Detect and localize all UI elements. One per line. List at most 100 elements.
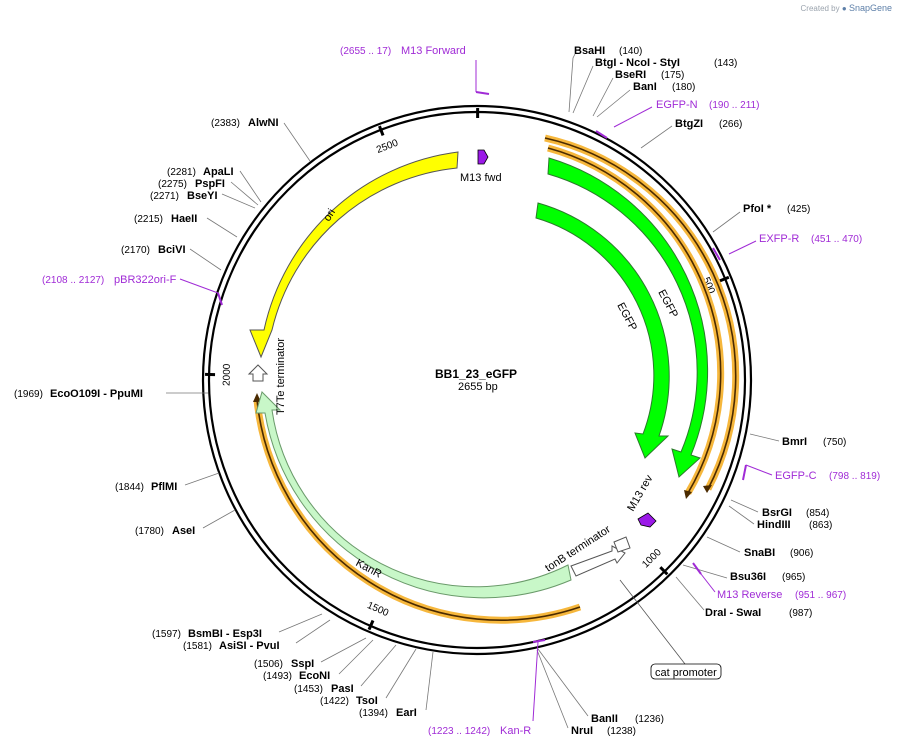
primer-exfp-r[interactable]: EXFP-R (451 .. 470) (712, 233, 862, 261)
site-pos: (2275) (158, 179, 187, 190)
site-pos: (1597) (152, 629, 181, 640)
site-name: BanI (633, 81, 657, 93)
site-pos: (965) (782, 572, 805, 583)
feature-label-t7te-terminator: T7Te terminator (275, 338, 287, 415)
site-bseyi[interactable]: BseYI (2271) (150, 190, 256, 209)
site-eari[interactable]: EarI (1394) (359, 651, 434, 719)
site-pos: (1394) (359, 708, 388, 719)
site-pflmi[interactable]: PflMI (1844) (115, 472, 220, 493)
ruler-tick-label: 2000 (221, 363, 232, 386)
site-name: HaeII (171, 213, 197, 225)
site-name: BtgZI (675, 118, 703, 130)
site-hindiii[interactable]: HindIII (863) (728, 505, 832, 531)
site-name: HindIII (757, 519, 791, 531)
site-btgi[interactable]: BtgI - NcoI - StyI (143) (572, 57, 737, 114)
site-name: AseI (172, 525, 195, 537)
site-name: BsaHI (574, 45, 605, 57)
site-apali[interactable]: ApaLI (2281) (167, 166, 262, 203)
site-bani[interactable]: BanI (180) (596, 81, 695, 118)
site-name: BseRI (615, 69, 646, 81)
site-drai[interactable]: DraI - SwaI (987) (675, 576, 812, 619)
site-name: EcoO109I - PpuMI (50, 388, 143, 400)
site-name: BmrI (782, 436, 807, 448)
site-bsmbi[interactable]: BsmBI - Esp3I (1597) (152, 613, 323, 640)
site-bseri[interactable]: BseRI (175) (592, 69, 684, 117)
primer-egfp-c[interactable]: EGFP-C (798 .. 819) (742, 464, 880, 482)
site-asei[interactable]: AseI (1780) (135, 509, 236, 537)
site-name: BsmBI - Esp3I (188, 628, 262, 640)
primer-name: EGFP-C (775, 470, 817, 482)
site-bmri[interactable]: BmrI (750) (749, 433, 846, 448)
primer-pbr322ori-f[interactable]: (2108 .. 2127) pBR322ori-F (42, 274, 223, 306)
site-name: BanII (591, 713, 618, 725)
feature-m13-rev[interactable]: M13 rev (625, 473, 657, 528)
feature-t7te-terminator[interactable]: T7Te terminator (247, 338, 287, 415)
site-pos: (1236) (635, 714, 664, 725)
feature-cat-promoter[interactable]: cat promoter (619, 579, 722, 680)
site-name: TsoI (356, 695, 378, 707)
site-btgzi[interactable]: BtgZI (266) (640, 118, 742, 149)
feature-tonb-terminator[interactable]: tonB terminator (543, 523, 631, 577)
primer-range: (2108 .. 2127) (42, 275, 104, 286)
site-name: BsrGI (762, 507, 792, 519)
primer-range: (1223 .. 1242) (428, 726, 490, 737)
primer-kan-r[interactable]: (1223 .. 1242) Kan-R (428, 639, 546, 737)
site-pos: (1969) (14, 389, 43, 400)
site-pos: (175) (661, 70, 684, 81)
site-name: BciVI (158, 244, 186, 256)
site-pos: (143) (714, 58, 737, 69)
primer-strands (253, 134, 740, 624)
site-pos: (1506) (254, 659, 283, 670)
site-asisi[interactable]: AsiSI - PvuI (1581) (183, 619, 331, 652)
feature-ori[interactable]: ori (249, 151, 459, 359)
site-pasi[interactable]: PasI (1453) (294, 644, 397, 695)
site-pos: (2215) (134, 214, 163, 225)
primer-range: (951 .. 967) (795, 590, 846, 601)
snapgene-credit: Created by ● SnapGene (801, 3, 893, 13)
site-pos: (750) (823, 437, 846, 448)
site-pfoi[interactable]: PfoI * (425) (712, 203, 810, 233)
site-name: EarI (396, 707, 417, 719)
site-pos: (1238) (607, 726, 636, 737)
site-sspi[interactable]: SspI (1506) (254, 637, 367, 670)
site-ecoo109i[interactable]: EcoO109I - PpuMI (1969) (14, 388, 208, 400)
feature-label-ori: ori (321, 207, 338, 224)
primer-m13-reverse[interactable]: M13 Reverse (951 .. 967) (692, 562, 846, 601)
site-bsahi[interactable]: BsaHI (140) (568, 45, 642, 113)
site-name: SspI (291, 658, 314, 670)
site-pos: (2383) (211, 118, 240, 129)
site-name: AsiSI - PvuI (219, 640, 280, 652)
site-alwni[interactable]: AlwNI (2383) (211, 117, 311, 162)
feature-egfp-inner[interactable]: EGFP (535, 202, 670, 459)
site-econi[interactable]: EcoNI (1493) (263, 639, 374, 682)
primer-egfp-n[interactable]: EGFP-N (190 .. 211) (595, 99, 759, 139)
site-bsu36i[interactable]: Bsu36I (965) (682, 564, 805, 583)
feature-kanr[interactable]: KanR (255, 391, 572, 599)
site-haeii[interactable]: HaeII (2215) (134, 213, 238, 238)
site-pos: (987) (789, 608, 812, 619)
site-pos: (1493) (263, 671, 292, 682)
site-bcivi[interactable]: BciVI (2170) (121, 244, 222, 271)
site-bsrgi[interactable]: BsrGI (854) (730, 499, 829, 519)
primer-m13-forward[interactable]: (2655 .. 17) M13 Forward (340, 45, 490, 95)
plasmid-length: 2655 bp (458, 381, 498, 393)
feature-label-m13-rev: M13 rev (625, 473, 656, 514)
site-banii[interactable]: BanII (1236) (537, 648, 664, 725)
site-pos: (863) (809, 520, 832, 531)
site-drui[interactable]: NruI (1238) (536, 649, 636, 737)
site-pos: (140) (619, 46, 642, 57)
primer-range: (190 .. 211) (709, 100, 759, 111)
site-pos: (2281) (167, 167, 196, 178)
site-name: PfoI * (743, 203, 772, 215)
primer-name: Kan-R (500, 725, 531, 737)
site-pspfi[interactable]: PspFI (2275) (158, 178, 259, 206)
feature-label-cat-promoter: cat promoter (655, 667, 717, 679)
site-tsoi[interactable]: TsoI (1422) (320, 648, 417, 707)
site-pos: (1844) (115, 482, 144, 493)
feature-m13-fwd[interactable]: M13 fwd (460, 149, 502, 184)
site-pos: (2271) (150, 191, 179, 202)
site-pos: (180) (672, 82, 695, 93)
site-snabi[interactable]: SnaBI (906) (706, 536, 813, 559)
site-name: ApaLI (203, 166, 234, 178)
